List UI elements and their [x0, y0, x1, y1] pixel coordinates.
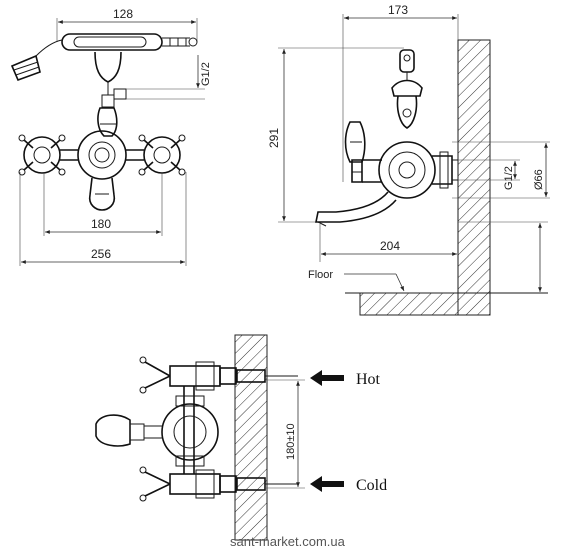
install-spacing-text: 180±10	[285, 423, 297, 460]
install-pipes	[236, 369, 298, 491]
front-dim-180: 180	[43, 172, 163, 236]
hot-label: Hot	[356, 371, 381, 388]
front-dim-top-text: 128	[113, 7, 133, 21]
front-mixer-body	[60, 107, 144, 211]
install-wall	[234, 334, 268, 541]
hand-shower	[10, 33, 198, 82]
install-dim-spacing: 180±10	[265, 379, 305, 489]
side-dim-204: 204	[319, 221, 548, 292]
side-diameter-text: Ø66	[533, 169, 545, 190]
side-mixer-body	[351, 141, 458, 199]
side-dim-173: 173	[342, 3, 459, 182]
side-dim-pipe: G1/2 Ø66	[452, 141, 550, 199]
install-mixer	[95, 356, 237, 502]
front-dim-128: 128	[56, 7, 198, 42]
front-view: 128 G1/2	[10, 7, 212, 266]
side-spout	[315, 191, 397, 227]
watermark: sant-market.com.ua	[230, 534, 346, 549]
front-thread-text: G1/2	[200, 62, 212, 86]
side-wall	[457, 39, 491, 316]
front-left-cross-handle	[18, 134, 66, 176]
side-thread-text: G1/2	[503, 166, 515, 190]
install-view: 180±10	[95, 334, 387, 541]
hot-arrow: Hot	[310, 370, 381, 388]
front-dim-256: 256	[19, 172, 187, 266]
side-floor: Floor	[308, 269, 548, 316]
side-dim-top-text: 173	[388, 3, 408, 17]
floor-label: Floor	[308, 269, 333, 281]
front-dim-outer-text: 256	[91, 247, 111, 261]
front-hose-outlet: G1/2	[113, 55, 212, 100]
cold-label: Cold	[356, 477, 387, 494]
front-dim-inner-text: 180	[91, 217, 111, 231]
side-cradle	[391, 49, 423, 129]
shower-cradle	[94, 51, 122, 108]
front-right-cross-handle	[138, 134, 186, 176]
cold-arrow: Cold	[310, 476, 387, 494]
side-dim-291: 291	[267, 47, 404, 223]
side-dim-spout-text: 204	[380, 239, 400, 253]
side-view: 173 291	[267, 3, 550, 316]
side-dim-height-text: 291	[267, 128, 281, 148]
